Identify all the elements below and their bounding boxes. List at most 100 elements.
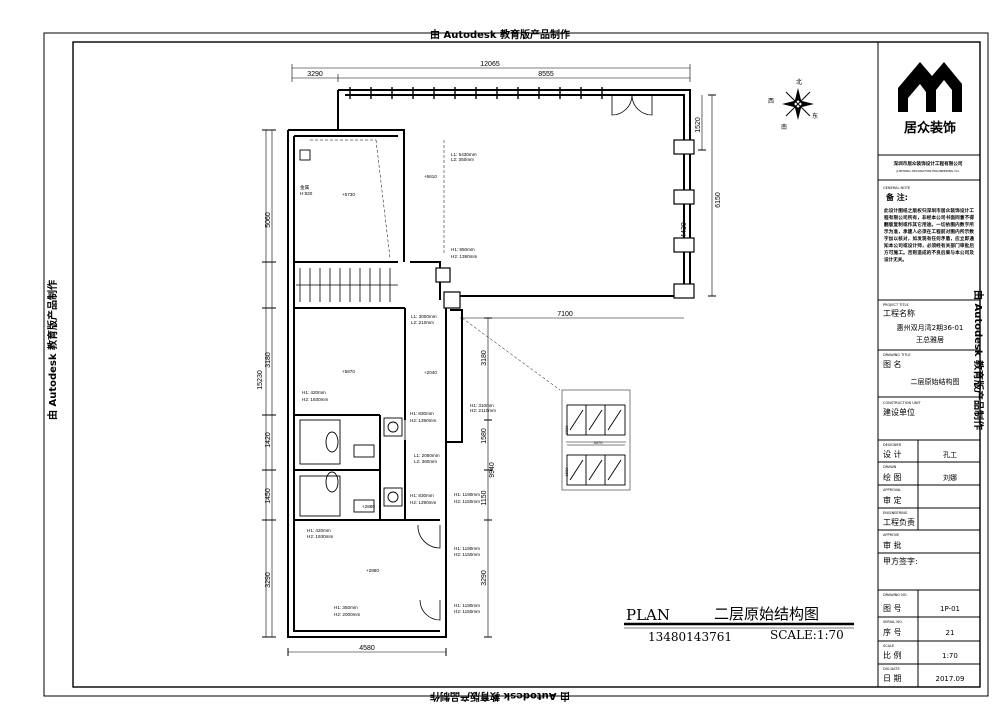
plan-title-block: PLAN 二层原始结构图 13480143761 SCALE:1:70 — [626, 605, 844, 644]
drawn-label: 绘 图 — [883, 472, 902, 482]
project-name-line-1: 惠州双月湾2期36-01 — [897, 323, 964, 332]
designer-en: DESIGNER — [883, 443, 902, 447]
company-logo — [898, 62, 962, 112]
dim-window-height-a: 2300 — [564, 425, 569, 435]
engineering-label: 工程负责 — [883, 517, 915, 527]
level-mark: +5610 — [424, 174, 437, 179]
serial-no-value: 21 — [946, 629, 955, 637]
title-block-texts: 居众装饰 深圳市居众装饰设计工程有限公司 JUZHONG DECORATION … — [883, 120, 964, 683]
level-mark: +5870 — [342, 369, 355, 374]
dim-left-1: 5060 — [265, 212, 272, 228]
compass-south: 南 — [781, 123, 787, 131]
approve-en: APPROVE — [883, 533, 899, 537]
scale-label: 比 例 — [883, 650, 902, 660]
sheet-outer-border — [43, 32, 989, 697]
scale-value: 1:70 — [942, 652, 958, 660]
top-window-ticks — [349, 87, 603, 99]
annotation: H2: 2110mm — [470, 408, 496, 413]
drawing-name: 二层原始结构图 — [911, 377, 960, 386]
dim-left-total: 15230 — [257, 370, 264, 390]
annotation: H1: 1190mm — [454, 603, 480, 608]
drawing-no-value: 1P-01 — [940, 605, 960, 613]
compass-labels: 北 西 东 南 — [768, 78, 818, 131]
dim-left-3: 1420 — [265, 432, 272, 448]
side-note: 金属 — [300, 184, 310, 191]
annotation: L1: 2050mm — [414, 453, 440, 458]
company-name: 深圳市居众装饰设计工程有限公司 — [894, 160, 963, 167]
dim-center-5: 3290 — [481, 570, 488, 586]
approve-label: 审 批 — [883, 540, 902, 550]
title-block-frame — [877, 42, 980, 687]
scale-en: SCALE — [883, 644, 894, 648]
annotation: H1: 350mm — [334, 605, 358, 610]
dim-left-4: 1450 — [265, 488, 272, 504]
plan-scale: SCALE:1:70 — [770, 628, 844, 642]
annotation: H1: 420mm — [307, 528, 331, 533]
dim-center-1: 3180 — [481, 350, 488, 366]
annotation: H2: 1150mm — [454, 552, 480, 557]
compass-rose — [782, 88, 814, 120]
watermark-top: 由 Autodesk 教育版产品制作 — [429, 30, 570, 41]
drawing-no-label: 图 号 — [883, 604, 902, 613]
annotation: L1: 3000mm — [411, 314, 437, 319]
bathroom-fixtures — [299, 149, 403, 517]
dim-top-right: 8555 — [538, 71, 554, 78]
dim-top-left: 3290 — [307, 71, 323, 78]
company-logo-text: 居众装饰 — [904, 120, 956, 136]
dim-center-4: 1150 — [481, 490, 488, 505]
level-mark: +2040 — [424, 370, 437, 375]
annotation: H2: 1150mm — [454, 499, 480, 504]
staircase — [296, 268, 398, 302]
sheet-inner-border — [72, 41, 981, 688]
annotation: H1: 310mm — [470, 403, 494, 408]
date-label: 日 期 — [883, 674, 902, 683]
drawing-title-en: DRAWING TITLE — [883, 353, 911, 357]
level-mark: +5730 — [342, 192, 355, 197]
general-note-text: 此设计图纸之版权归深圳市居众装饰设计工程有限公司所有，非经本公司书面同意不得翻版… — [884, 209, 974, 263]
serial-no-en: SERIAL NO. — [883, 620, 903, 624]
designer-value: 孔工 — [943, 451, 957, 459]
annotation: L2: 210mm — [411, 320, 434, 325]
dim-mid-horizontal: 7100 — [557, 311, 573, 318]
approval-label: 审 定 — [883, 495, 902, 505]
annotation: H1: 830mm — [410, 493, 434, 498]
annotation: H2: 1150mm — [454, 609, 480, 614]
compass-east: 东 — [812, 112, 818, 120]
dim-right-c: 4430 — [681, 222, 688, 238]
dim-bottom: 4580 — [359, 645, 375, 652]
level-mark: +2880 — [366, 568, 379, 573]
construction-unit: 建设单位 — [883, 407, 915, 417]
plan-word: PLAN — [626, 606, 670, 624]
annotation: H1: 420mm — [302, 390, 326, 395]
compass-north: 北 — [796, 78, 802, 86]
annotation: H2: 2000mm — [334, 612, 360, 617]
dim-window-height-b: 1500 — [564, 467, 569, 477]
dimension-ticks — [262, 94, 716, 656]
approval-en: APPROVAL — [883, 488, 901, 492]
annotation: H2: 1930mm — [307, 534, 333, 539]
dim-left-5: 3290 — [265, 572, 272, 588]
dim-right-b: 6150 — [715, 192, 722, 208]
plan-title: 二层原始结构图 — [714, 605, 819, 623]
annotation: H1: 950mm — [451, 247, 475, 252]
annotation: H2: 1390mm — [451, 254, 477, 259]
dimension-lines — [265, 64, 713, 653]
dim-right-a: 1520 — [695, 117, 702, 133]
dim-window-width: 3470 — [594, 440, 604, 445]
annotation: L2: 350mm — [451, 157, 474, 162]
dim-center-3: 9940 — [489, 462, 496, 478]
general-note-en: GENERAL NOTE — [883, 186, 910, 190]
engineering-en: ENGINEERING — [883, 511, 908, 515]
dimension-texts-vertical: 1520 6150 4430 15230 5060 3180 1420 1450… — [257, 117, 722, 588]
drawing-title: 图 名 — [883, 359, 902, 369]
annotation: H1: 1190mm — [454, 492, 480, 497]
serial-no-label: 序 号 — [883, 627, 902, 637]
dim-left-2: 3180 — [265, 352, 272, 368]
client-sign-label: 甲方签字: — [883, 556, 918, 566]
annotation: H2: 1290mm — [410, 500, 436, 505]
dimension-texts: 12065 3290 8555 7100 4580 3470 — [307, 61, 603, 652]
dim-top-total: 12065 — [480, 61, 500, 68]
annotation: L1: 5430mm — [451, 152, 477, 157]
walls — [287, 89, 691, 638]
